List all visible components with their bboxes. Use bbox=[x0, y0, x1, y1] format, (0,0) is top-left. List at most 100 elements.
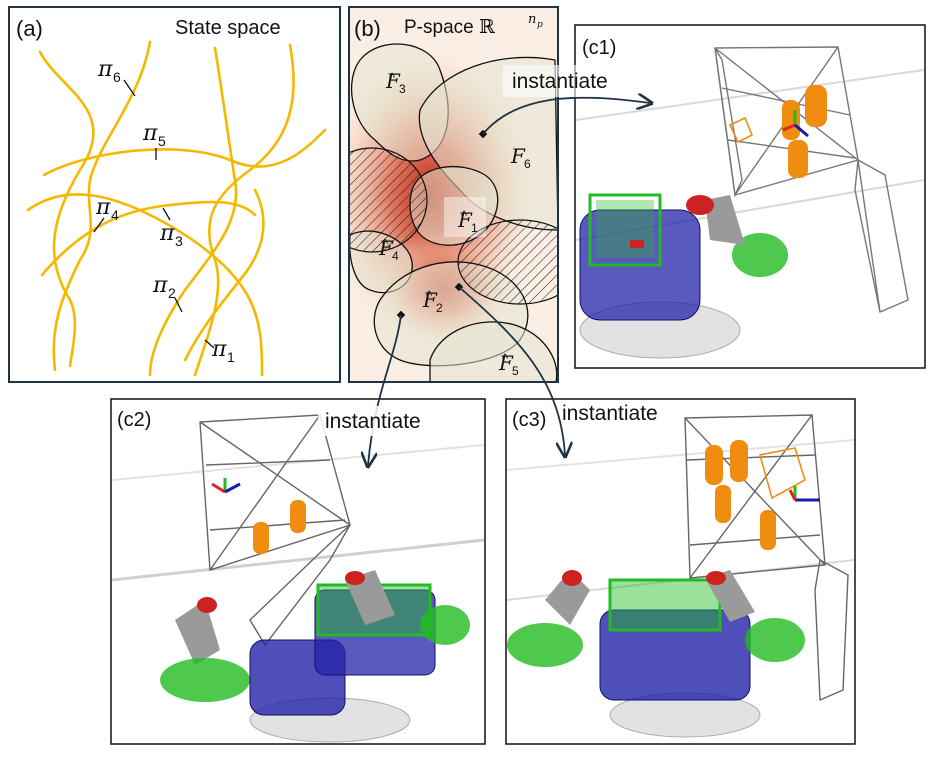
svg-text:^: ^ bbox=[382, 236, 389, 251]
region-label-f2: ^ F 2 bbox=[422, 288, 443, 315]
panel-c1-simulation: (c1) bbox=[574, 24, 926, 369]
region-label-f3: ^ F 3 bbox=[385, 69, 406, 96]
svg-text:6: 6 bbox=[113, 69, 121, 85]
trajectory-curve bbox=[148, 46, 238, 377]
region-f5 bbox=[429, 321, 558, 382]
orange-wire-object bbox=[758, 447, 806, 500]
svg-text:4: 4 bbox=[111, 207, 119, 223]
trajectory-curve bbox=[42, 128, 327, 177]
svg-text:F: F bbox=[378, 236, 394, 260]
svg-text:p: p bbox=[537, 20, 543, 30]
trajectory-curve bbox=[38, 50, 95, 368]
infeasible-region-left bbox=[349, 147, 428, 253]
svg-text:4: 4 bbox=[392, 249, 399, 263]
svg-text:6: 6 bbox=[524, 157, 531, 171]
svg-text:^: ^ bbox=[502, 351, 509, 366]
shelf-wireframe-c2 bbox=[199, 414, 351, 647]
trajectory-curve bbox=[26, 193, 264, 377]
arrow-label-c2-bg bbox=[318, 406, 448, 436]
orange-wire-object bbox=[728, 116, 754, 144]
instantiate-arrows bbox=[368, 98, 650, 465]
svg-text:^: ^ bbox=[389, 70, 396, 85]
svg-text:π: π bbox=[97, 57, 113, 82]
region-label-f5: ^ F 5 bbox=[498, 351, 519, 378]
svg-text:F: F bbox=[457, 208, 473, 232]
panel-c2-simulation: (c2) bbox=[110, 398, 486, 745]
svg-text:π: π bbox=[211, 337, 227, 362]
svg-text:π: π bbox=[142, 121, 158, 146]
arrow-label-c3: instantiate bbox=[562, 402, 658, 425]
svg-text:^: ^ bbox=[461, 208, 468, 223]
curve-label-leaders bbox=[93, 79, 215, 349]
svg-text:1: 1 bbox=[227, 349, 235, 365]
panel-a-tag: (a) bbox=[16, 16, 43, 41]
panel-c3-simulation: (c3) bbox=[505, 398, 856, 745]
panel-b-tag: (b) bbox=[354, 16, 381, 41]
orange-cylinder bbox=[253, 522, 269, 554]
svg-text:2: 2 bbox=[436, 301, 443, 315]
gripper-c3 bbox=[507, 570, 805, 738]
trajectory-curve bbox=[183, 188, 265, 362]
panel-b-frame bbox=[348, 6, 559, 383]
orange-cylinder bbox=[760, 510, 776, 550]
arrow-label-c1: instantiate bbox=[512, 70, 608, 93]
arrow-to-c3 bbox=[458, 286, 565, 455]
svg-text:P-space ℝ: P-space ℝ bbox=[404, 16, 495, 38]
highlight-box bbox=[444, 197, 486, 237]
panel-c2-tag: (c2) bbox=[117, 409, 151, 431]
orange-cylinder bbox=[290, 500, 306, 533]
region-label-f4: ^ F 4 bbox=[378, 236, 399, 263]
svg-text:π: π bbox=[159, 221, 175, 246]
arrow-label-c1-bg bbox=[503, 65, 638, 97]
curve-label-pi1: π 1 bbox=[211, 337, 235, 365]
curve-label-pi2: π 2 bbox=[152, 273, 176, 301]
orange-cylinder bbox=[788, 140, 808, 178]
svg-text:5: 5 bbox=[512, 364, 519, 378]
orange-cylinder bbox=[782, 100, 800, 140]
curve-label-pi4: π 4 bbox=[95, 195, 119, 223]
gripper-c1 bbox=[579, 193, 788, 359]
panel-a-title: State space bbox=[175, 17, 281, 39]
panel-c3-tag: (c3) bbox=[512, 409, 546, 431]
orange-cylinder bbox=[805, 85, 827, 127]
infeasible-region-right bbox=[457, 219, 558, 305]
svg-text:2: 2 bbox=[168, 285, 176, 301]
svg-text:π: π bbox=[95, 195, 111, 220]
trajectory-curve bbox=[52, 40, 152, 372]
svg-text:^: ^ bbox=[426, 288, 433, 303]
arrow-to-c2 bbox=[368, 314, 402, 465]
arrow-to-c1 bbox=[482, 98, 650, 135]
curve-label-pi6: π 6 bbox=[97, 57, 121, 85]
svg-text:5: 5 bbox=[158, 133, 166, 149]
target-frame-axes-c2 bbox=[211, 478, 241, 494]
panel-a-frame bbox=[8, 6, 341, 383]
curve-label-pi3: π 3 bbox=[159, 221, 183, 249]
target-frame-axes-c1 bbox=[782, 110, 809, 138]
orange-cylinder bbox=[730, 440, 748, 482]
region-label-f6: F 6 bbox=[510, 144, 531, 171]
gripper-c2 bbox=[160, 570, 470, 743]
arrow-label-c2: instantiate bbox=[325, 410, 421, 433]
objects-c2 bbox=[253, 500, 306, 554]
curve-label-pi5: π 5 bbox=[142, 121, 166, 149]
svg-text:π: π bbox=[152, 273, 168, 298]
trajectory-curves bbox=[26, 40, 327, 377]
svg-text:F: F bbox=[510, 144, 526, 168]
panel-a-state-space: (a) State space π 6 π 5 bbox=[8, 6, 341, 383]
svg-text:1: 1 bbox=[471, 221, 478, 235]
target-frame-axes-c3 bbox=[788, 486, 820, 502]
panel-c1-tag: (c1) bbox=[582, 37, 616, 59]
region-label-f1: ^ F 1 bbox=[457, 208, 478, 235]
objects-c3 bbox=[705, 440, 806, 550]
panel-b-title: P-space ℝ n p bbox=[404, 12, 543, 38]
svg-text:3: 3 bbox=[399, 82, 406, 96]
orange-cylinder bbox=[715, 485, 731, 523]
svg-text:3: 3 bbox=[175, 233, 183, 249]
svg-text:F: F bbox=[385, 69, 401, 93]
trajectory-curve bbox=[40, 200, 257, 277]
svg-text:F: F bbox=[498, 351, 514, 375]
svg-text:F: F bbox=[422, 288, 438, 312]
svg-text:n: n bbox=[528, 12, 536, 27]
panel-b-p-space: (b) P-space ℝ n p ^ F 3 F 6 ^ F 1 ^ F 4 … bbox=[348, 6, 559, 383]
